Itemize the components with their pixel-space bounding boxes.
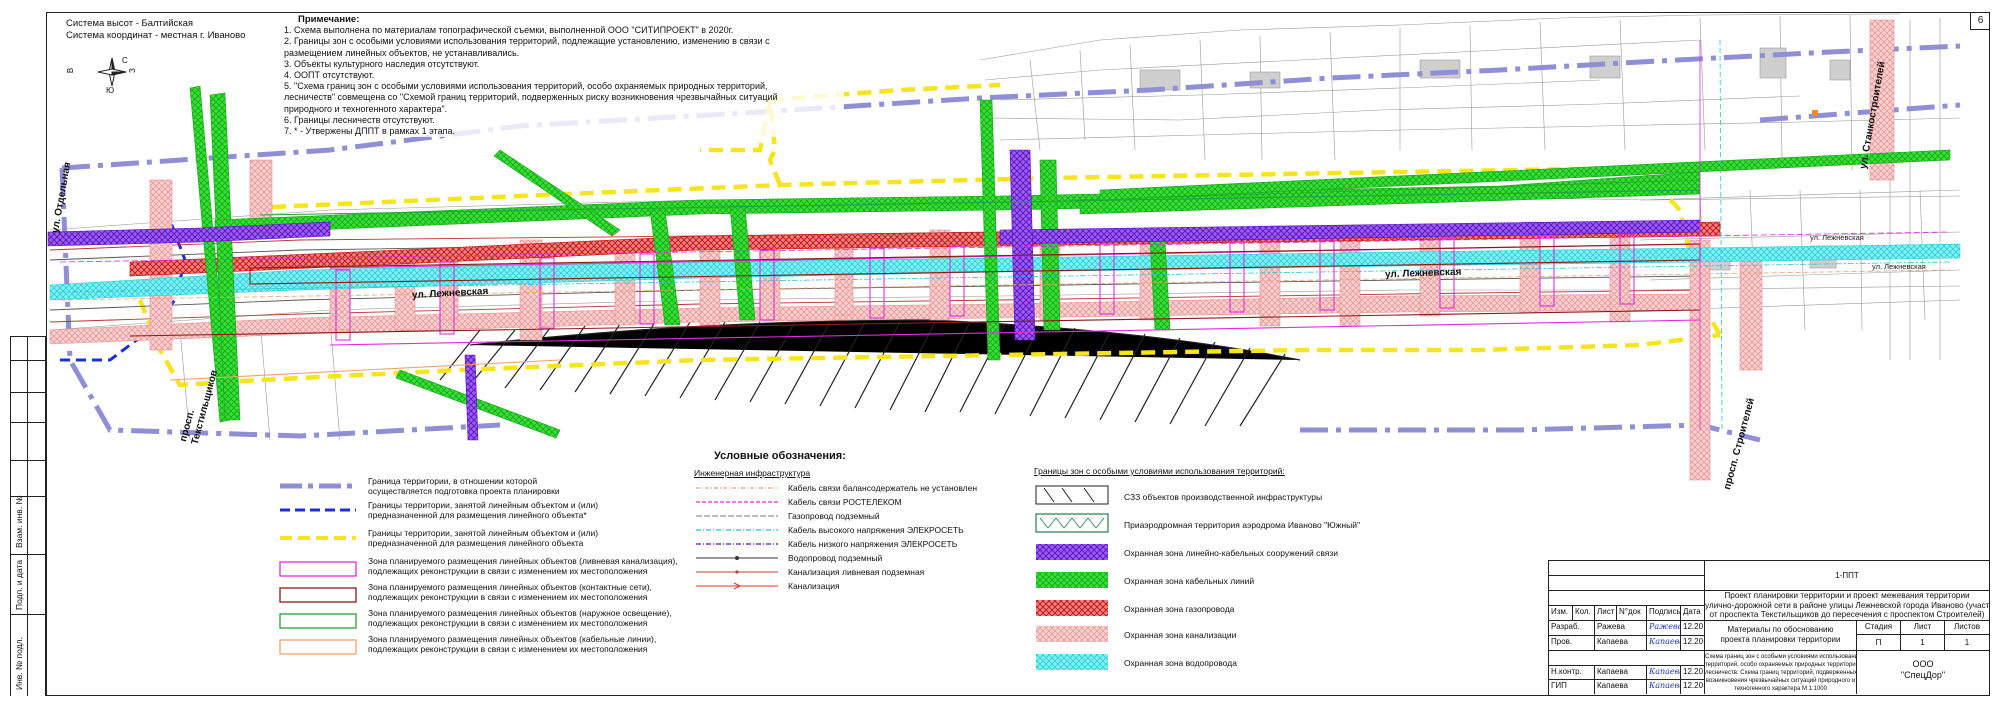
note-line: 5. "Схема границ зон с особыми условиями…: [284, 81, 768, 92]
legend-cable-power-zone: Охранная зона кабельных линий: [1124, 576, 1255, 586]
date-prov: 12.20: [1681, 636, 1705, 651]
legend-low-voltage: Кабель низкого напряжения ЭЛЕКРОСЕТЬ: [788, 539, 958, 549]
legend-gas-zone: Охранная зона газопровода: [1124, 604, 1235, 614]
signature-razrab: Ражева: [1647, 621, 1681, 636]
notes-title: Примечание:: [298, 14, 360, 25]
legend-cable-unknown: Кабель связи балансодержатель не установ…: [788, 483, 978, 493]
engineering-title: Инженерная инфраструктура: [694, 468, 811, 478]
col-data: Дата: [1681, 606, 1705, 621]
legend-water-underground: Водопровод подземный: [788, 553, 883, 563]
coordinate-system-info: Система высот - Балтийская Система коорд…: [66, 18, 245, 42]
note-line: 1. Схема выполнена по материалам топогра…: [284, 25, 734, 36]
legend-gas-underground: Газопровод подземный: [788, 511, 880, 521]
date-gip: 12.20: [1681, 680, 1705, 694]
legend-airfield-zone: Приаэродромная территория аэродрома Иван…: [1124, 520, 1360, 530]
stage-value: П: [1857, 635, 1901, 651]
legend-cable-comm-zone: Охранная зона линейно-кабельных сооружен…: [1124, 548, 1339, 558]
note-line: 4. ООПТ отсутствуют.: [284, 70, 375, 81]
height-system: Система высот - Балтийская: [66, 18, 194, 29]
compass-south: Ю: [106, 86, 115, 95]
sanitary-zone-hatching: [439, 319, 1301, 427]
col-list: Лист: [1595, 606, 1617, 621]
legend-cable-rostelecom: Кабель связи РОСТЕЛЕКОМ: [788, 497, 902, 507]
zones-title: Границы зон с особыми условиями использо…: [1034, 466, 1285, 476]
section-name: Материалы по обоснованию проекта планиро…: [1705, 621, 1857, 651]
date-nkontr: 12.20: [1681, 666, 1705, 680]
project-title: Проект планировки территории и проект ме…: [1705, 591, 1989, 621]
role-gip: ГИП: [1549, 680, 1595, 694]
note-line: размещением линейных объектов, не устана…: [284, 47, 520, 58]
role-prov: Пров.: [1549, 636, 1595, 651]
role-razrab: Разраб.: [1549, 621, 1595, 636]
legend-engineering-swatches: [696, 487, 778, 590]
col-podpis: Подпись: [1647, 606, 1681, 621]
name-nkontr: Капаева: [1595, 666, 1647, 680]
note-line: 7. * - Утвержены ДППТ в рамках 1 этапа.: [284, 126, 455, 137]
compass-rose: [97, 57, 127, 87]
col-ndok: N°док: [1617, 606, 1647, 621]
signature-nkontr: Капаева: [1647, 666, 1681, 680]
legend-contact-network-zone: Зона планируемого размещения линейных об…: [368, 582, 652, 602]
legend-boundary: Граница территории, в отношении которой …: [368, 476, 560, 496]
inv-podl-label: Инв. № подл.: [14, 637, 24, 690]
name-razrab: Ражева: [1595, 621, 1647, 636]
name-prov: Капаева: [1595, 636, 1647, 651]
podp-data-label: Подп. и дата: [14, 559, 24, 610]
note-line: 3. Объекты культурного наследия отсутств…: [284, 58, 480, 69]
sheets-header: Листов: [1945, 621, 1989, 635]
sheet-header: Лист: [1901, 621, 1945, 635]
street-lezhnevskaya-small-1: ул. Лежневская: [1810, 233, 1864, 242]
drawing-name: Схема границ зон с особыми условиями исп…: [1705, 651, 1857, 694]
project-code: 1-ППТ: [1705, 561, 1989, 591]
vzam-inv-label: Взам. инв. №: [14, 495, 24, 548]
sheets-value: 1: [1945, 635, 1989, 651]
note-line: лесничеств" совмещена со "Схемой границ …: [284, 92, 778, 103]
legend-high-voltage: Кабель высокого напряжения ЭЛЕКРОСЕТЬ: [788, 525, 964, 535]
legend-water-zone: Охранная зона водопровода: [1124, 658, 1237, 668]
legend-sewer: Канализация: [788, 581, 840, 591]
compass-north: С: [122, 56, 128, 65]
stage-header: Стадия: [1857, 621, 1901, 635]
legend-left-swatches: [279, 483, 357, 655]
legend-linear-object-yellow: Границы территории, занятой линейным объ…: [368, 528, 599, 548]
poi-marker: [1812, 110, 1818, 116]
title-block: 1-ППТ Проект планировки территории и про…: [1548, 560, 1990, 696]
sheet-number: 6: [1970, 12, 1990, 30]
col-kol: Кол.: [1573, 606, 1595, 621]
date-razrab: 12.20: [1681, 621, 1705, 636]
comm-cable-zones: [47, 149, 1701, 441]
legend-title: Условные обозначения:: [714, 450, 846, 462]
legend-outdoor-lighting-zone: Зона планируемого размещения линейных об…: [368, 608, 672, 628]
legend-linear-object: Границы территории, занятой линейным объ…: [368, 500, 599, 520]
role-nkontr: Н.контр.: [1549, 666, 1595, 680]
legend-sanitary-zone: СЗЗ объектов производственной инфраструк…: [1124, 492, 1323, 502]
note-line: 2. Границы зон с особыми условиями испол…: [284, 36, 770, 47]
street-lezhnevskaya-small-2: ул. Лежневская: [1872, 262, 1926, 271]
col-izm: Изм.: [1549, 606, 1573, 621]
legend-storm-sewer-zone: Зона планируемого размещения линейных об…: [368, 556, 678, 576]
legend-storm-underground: Канализация ливневая подземная: [788, 567, 925, 577]
note-line: 6. Границы лесничеств отсутствуют.: [284, 114, 435, 125]
name-gip: Капаева: [1595, 680, 1647, 694]
legend-cable-lines-zone: Зона планируемого размещения линейных об…: [368, 634, 657, 654]
legend-zones-swatches: [1035, 485, 1109, 670]
sheet-value: 1: [1901, 635, 1945, 651]
coordinate-system: Система координат - местная г. Иваново: [66, 30, 246, 41]
utility-lines: [59, 39, 1951, 431]
legend-sewer-zone: Охранная зона канализации: [1124, 630, 1237, 640]
organization: ООО "СпецДор": [1900, 659, 1946, 680]
sheet-frame: [46, 12, 1990, 696]
signature-gip: Капаева: [1647, 680, 1681, 694]
signature-prov: Капаева: [1647, 636, 1681, 651]
note-line: природного и техногенного характера".: [284, 103, 448, 114]
notes-block: Примечание: 1. Схема выполнена по матери…: [284, 14, 844, 138]
